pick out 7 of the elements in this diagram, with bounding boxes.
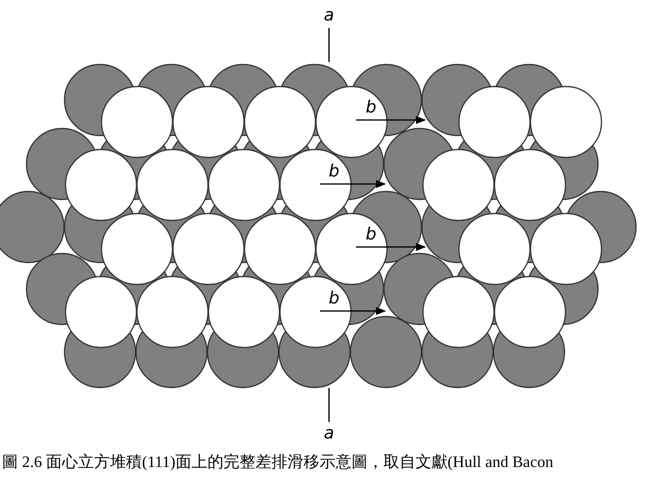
vector-label: b	[328, 164, 340, 180]
slip-plane-label: a	[324, 8, 334, 24]
figure-caption: 圖 2.6 面心立方堆積(111)面上的完整差排滑移示意圖，取自文獻(Hull and Bacon	[2, 453, 554, 472]
vector-label: b	[328, 290, 340, 308]
vector-label: b	[366, 100, 376, 116]
vector-label: b	[366, 226, 376, 244]
slip-plane-label: a	[324, 426, 334, 442]
